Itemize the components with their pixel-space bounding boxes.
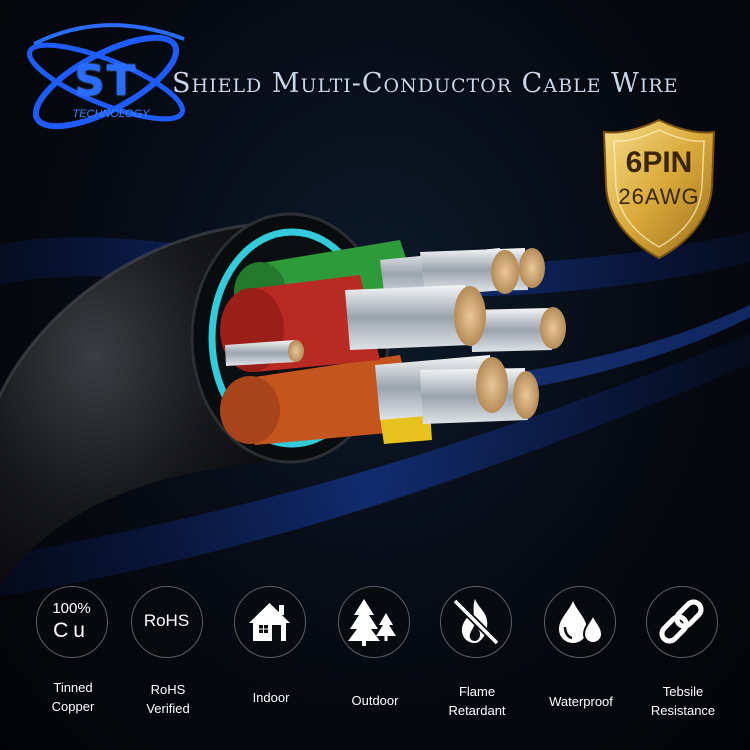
brand-logo: ST TECHNOLOGY (14, 14, 194, 149)
feature-row: 100% Cu Tinned Copper RoHS RoHS Verified (0, 580, 750, 750)
flame-retardant-icon (440, 586, 512, 658)
feature-tensile-resistance: Tebsile Resistance (630, 580, 736, 750)
trees-icon (338, 586, 410, 658)
water-drops-icon (544, 586, 616, 658)
feature-label-line1: Flame (458, 684, 496, 699)
conductor-orange (235, 355, 420, 445)
feature-waterproof: Waterproof (528, 580, 634, 750)
icon-text-rohs: RoHS (143, 611, 190, 630)
icon-text-percent: 100% (52, 600, 91, 617)
rohs-icon: RoHS (131, 586, 203, 658)
copper-100-icon: 100% Cu (36, 586, 108, 658)
badge-pin-count: 6PIN (625, 146, 693, 179)
feature-label-line2: Copper (51, 699, 95, 714)
feature-indoor: Indoor (218, 580, 324, 750)
feature-label-line2: Resistance (650, 703, 716, 718)
icon-text-cu: Cu (53, 619, 90, 642)
feature-label-line1: Tebsile (662, 684, 704, 699)
feature-rohs: RoHS RoHS Verified (115, 580, 221, 750)
feature-label-line2: Verified (146, 701, 190, 716)
background-swoosh (0, 334, 750, 597)
feature-label-line1: Outdoor (351, 693, 399, 708)
feature-label-line1: Indoor (252, 690, 290, 705)
feature-label-line2: Retardant (448, 703, 506, 718)
conductor-yellow (380, 412, 432, 444)
feature-label-line1: RoHS (150, 682, 186, 697)
feature-tinned-copper: 100% Cu Tinned Copper (20, 580, 126, 750)
feature-flame-retardant: Flame Retardant (424, 580, 530, 750)
copper-strands (225, 248, 566, 424)
spec-badge: 6PIN 26AWG (598, 116, 720, 262)
feature-label-line1: Waterproof (549, 694, 613, 709)
logo-text: ST (74, 56, 138, 105)
page-title: Shield Multi-Conductor Cable Wire (172, 68, 679, 99)
logo-subtitle: TECHNOLOGY (72, 108, 150, 120)
feature-label-line1: Tinned (53, 680, 93, 695)
feature-outdoor: Outdoor (322, 580, 428, 750)
house-icon (234, 586, 306, 658)
badge-gauge: 26AWG (618, 184, 700, 209)
chain-link-icon (646, 586, 718, 658)
shield-badge-icon (602, 118, 716, 260)
logo-orbit-icon (27, 23, 185, 130)
